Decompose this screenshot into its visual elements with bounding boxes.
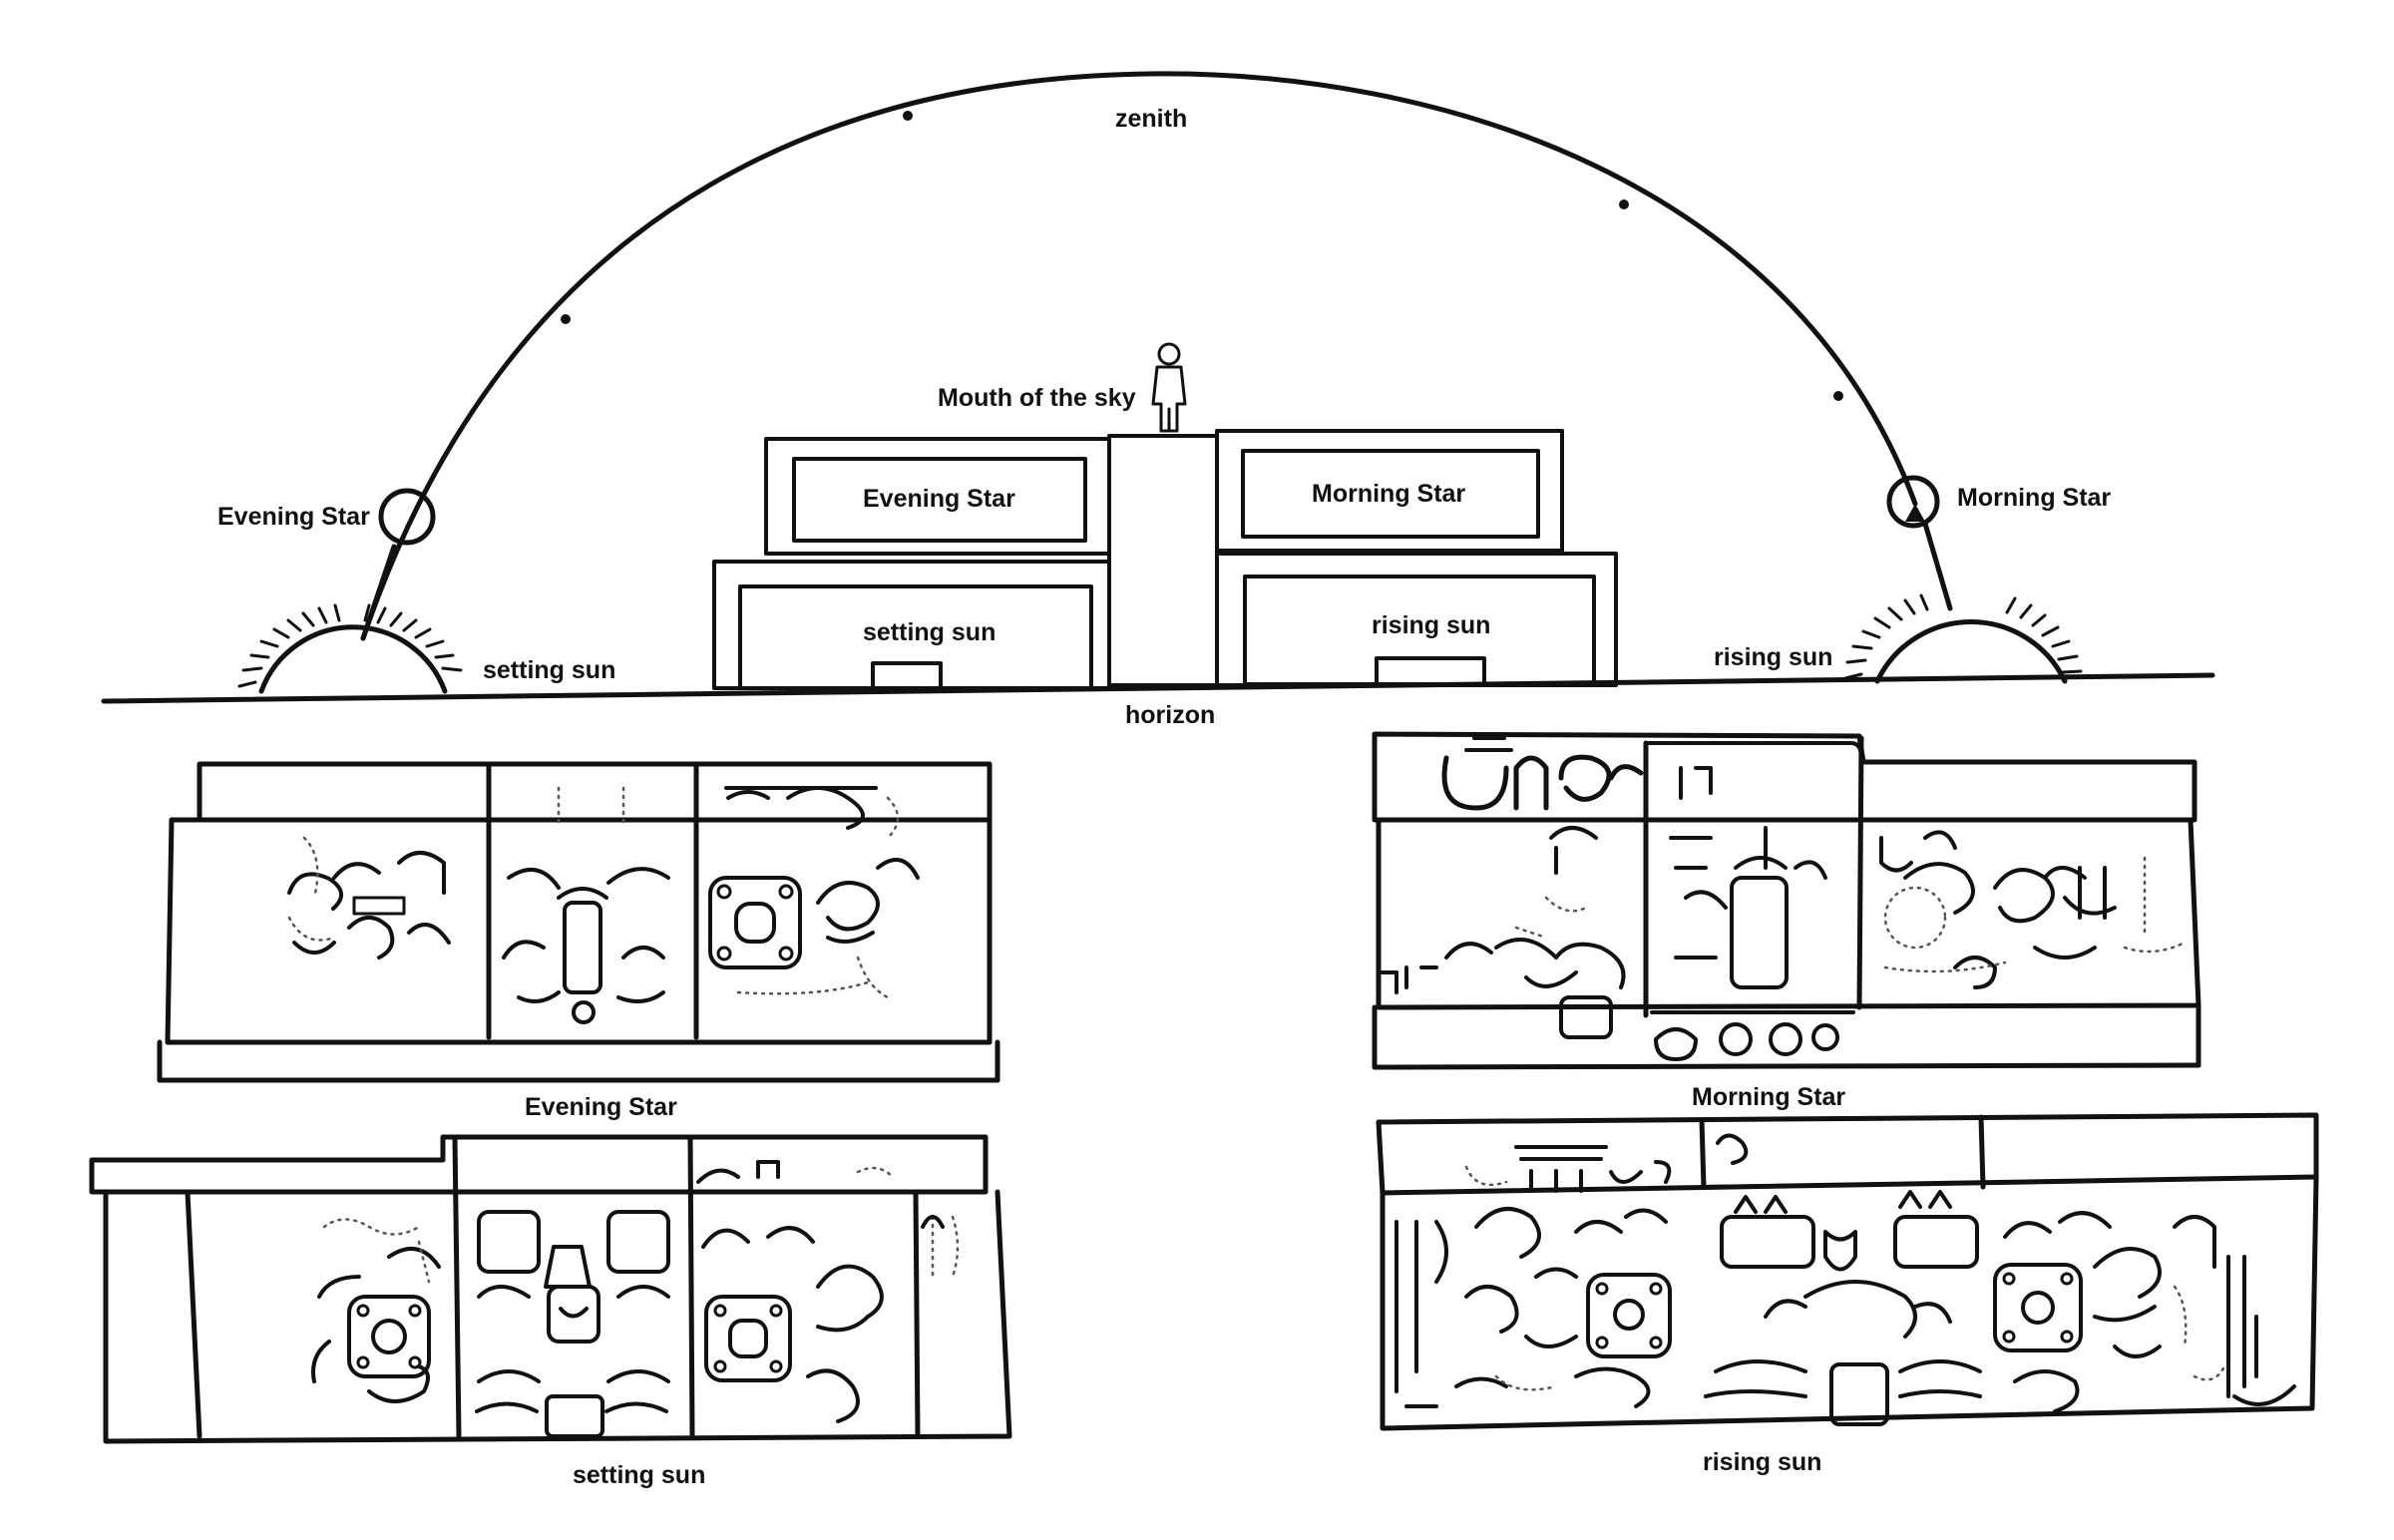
setting-sun-icon	[237, 603, 463, 694]
arc-marker	[1833, 391, 1843, 401]
rising-sun-icon	[1843, 593, 2083, 684]
evening-star-relief-panel	[157, 761, 1000, 1083]
horizon-label: horizon	[1125, 701, 1215, 729]
evening-star-label: Evening Star	[217, 503, 370, 531]
panel-evening-star-caption: Evening Star	[525, 1093, 677, 1121]
evening-star-panel-box	[792, 457, 1087, 543]
panel-morning-star-caption: Morning Star	[1692, 1083, 1845, 1111]
setting-sun-relief-panel	[89, 1134, 1012, 1444]
sky-arc-tail-left	[360, 544, 397, 641]
rising-sun-relief-panel	[1376, 1112, 2319, 1431]
doorway-right	[1375, 656, 1486, 687]
doorway-left	[871, 661, 943, 690]
morning-star-label: Morning Star	[1957, 484, 2111, 512]
mouth-of-the-sky-label: Mouth of the sky	[938, 384, 1136, 412]
panel-rising-sun-caption: rising sun	[1703, 1448, 1821, 1476]
upper-tier-left	[764, 437, 1111, 556]
arc-marker	[561, 314, 571, 324]
morning-star-relief-panel	[1372, 731, 2201, 1070]
sky-path	[360, 71, 1953, 641]
building-morning-star-label: Morning Star	[1312, 480, 1465, 508]
sky-arc	[360, 71, 1918, 641]
horizon-line	[101, 672, 2215, 704]
upper-tier-right	[1215, 429, 1564, 553]
central-tower	[1107, 434, 1219, 687]
panel-setting-sun-caption: setting sun	[573, 1461, 705, 1489]
arc-marker	[903, 111, 913, 121]
rising-sun-label: rising sun	[1714, 643, 1832, 671]
sky-arc-tail-right	[1922, 521, 1953, 611]
setting-sun-label: setting sun	[483, 656, 615, 684]
arc-marker	[1619, 199, 1629, 209]
zenith-label: zenith	[1115, 105, 1187, 133]
evening-star-circle	[378, 488, 436, 546]
building-rising-sun-label: rising sun	[1372, 611, 1490, 639]
temple-building: Evening Star Morning Star setting sun ri…	[712, 429, 1618, 690]
arrowhead	[1905, 504, 1925, 522]
building-evening-star-label: Evening Star	[863, 485, 1015, 513]
person-icon	[1151, 342, 1187, 433]
morning-star-circle	[1886, 475, 1940, 529]
building-setting-sun-label: setting sun	[863, 618, 996, 646]
morning-star-panel-box	[1241, 449, 1540, 539]
